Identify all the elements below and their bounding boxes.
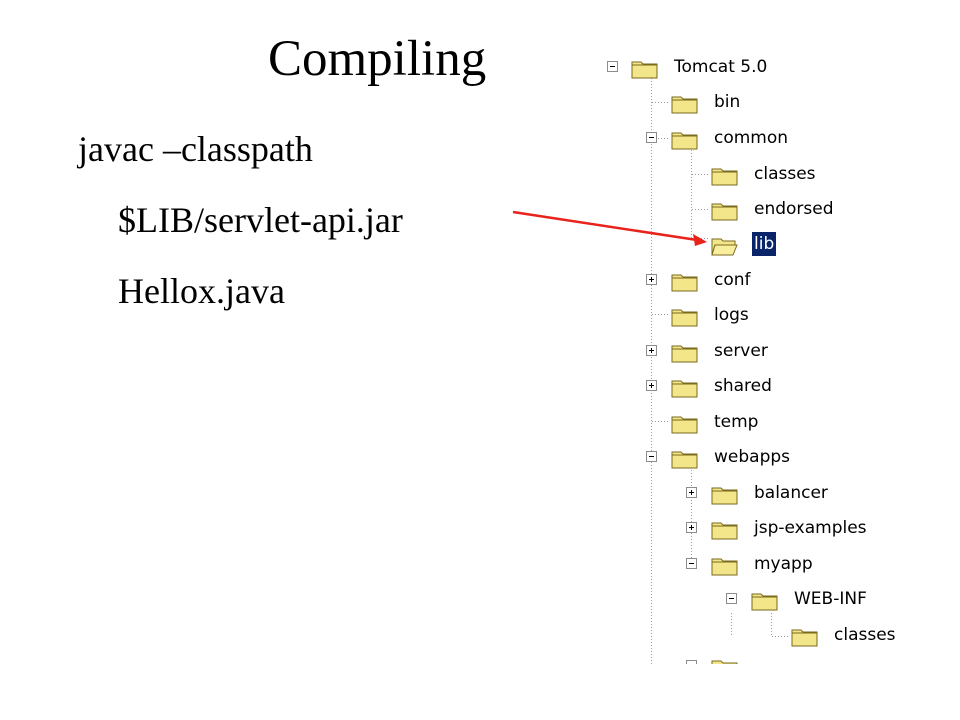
collapse-icon[interactable] bbox=[646, 451, 657, 462]
tree-node-label: endorsed bbox=[754, 199, 834, 219]
folder-icon bbox=[671, 274, 698, 292]
tree-node-label: webapps bbox=[714, 447, 791, 467]
folder-icon bbox=[671, 451, 698, 469]
tree-node-label: bin bbox=[714, 92, 741, 112]
tree-node-label: common bbox=[714, 128, 789, 148]
tree-connector-lines bbox=[651, 78, 790, 664]
collapse-icon bbox=[686, 660, 697, 664]
tree-node-label: shared bbox=[714, 376, 772, 396]
tree-node-label: classes bbox=[754, 164, 816, 184]
tree-node-label: Tomcat 5.0 bbox=[674, 57, 768, 77]
folder-icon bbox=[671, 309, 698, 327]
folder-icon bbox=[711, 203, 738, 221]
folder-icon bbox=[671, 380, 698, 398]
command-line-3: Hellox.java bbox=[118, 271, 285, 311]
folder-icon bbox=[671, 132, 698, 150]
open-folder-icon bbox=[711, 238, 738, 256]
folder-icon bbox=[671, 96, 698, 114]
expand-icon[interactable] bbox=[686, 487, 697, 498]
tree-node-label: jsp-examples bbox=[754, 518, 867, 538]
collapse-icon[interactable] bbox=[686, 558, 697, 569]
folder-icon bbox=[631, 61, 658, 79]
tree-node-label: temp bbox=[714, 412, 759, 432]
expand-icon[interactable] bbox=[646, 274, 657, 285]
tree-node-label: conf bbox=[714, 270, 751, 290]
expand-icon[interactable] bbox=[646, 345, 657, 356]
command-line-2: $LIB/servlet-api.jar bbox=[118, 200, 403, 240]
folder-icon bbox=[711, 168, 738, 186]
folder-icon bbox=[791, 629, 818, 647]
expand-icon[interactable] bbox=[646, 380, 657, 391]
tree-node-label: WEB-INF bbox=[794, 589, 867, 609]
expand-icon[interactable] bbox=[686, 522, 697, 533]
command-line-1: javac –classpath bbox=[78, 129, 313, 169]
slide-title: Compiling bbox=[268, 31, 487, 87]
folder-icon bbox=[711, 487, 738, 505]
tree-node-label: classes bbox=[834, 625, 896, 645]
tree-node-label: logs bbox=[714, 305, 749, 325]
collapse-icon[interactable] bbox=[607, 61, 618, 72]
folder-icon bbox=[671, 416, 698, 434]
folder-icon bbox=[711, 660, 738, 664]
folder-tree: Tomcat 5.0 bin common classes endorsed l… bbox=[586, 40, 960, 664]
tree-node-label: myapp bbox=[754, 554, 813, 574]
folder-icon bbox=[711, 522, 738, 540]
folder-icon bbox=[751, 593, 778, 611]
folder-icon bbox=[671, 345, 698, 363]
folder-icon bbox=[711, 558, 738, 576]
collapse-icon[interactable] bbox=[726, 593, 737, 604]
tree-node-label: server bbox=[714, 341, 768, 361]
tree-node-label: lib bbox=[752, 232, 777, 256]
tree-node-label: balancer bbox=[754, 483, 828, 503]
collapse-icon[interactable] bbox=[646, 132, 657, 143]
